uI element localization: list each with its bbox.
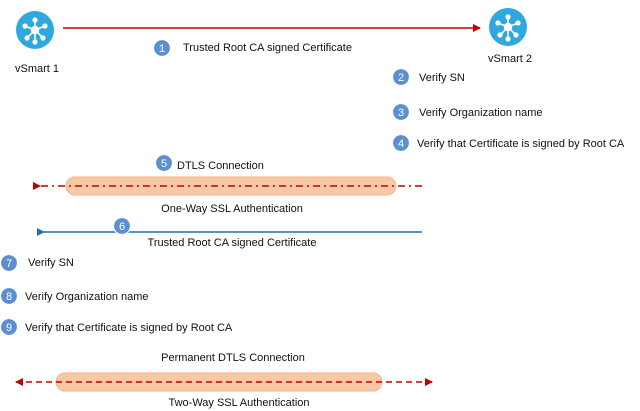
step-badge-number: 5 bbox=[161, 158, 167, 170]
step-badge-3: 3 bbox=[391, 102, 411, 122]
step-badge-number: 1 bbox=[159, 43, 165, 55]
step-2-text: Verify SN bbox=[419, 72, 465, 84]
vsmart-1-icon bbox=[16, 11, 54, 49]
step-6-text: Trusted Root CA signed Certificate bbox=[147, 237, 317, 249]
step-badge-number: 3 bbox=[398, 107, 404, 119]
one-way-ssl-label: One-Way SSL Authentication bbox=[161, 203, 303, 215]
vsmart-2-icon bbox=[489, 8, 527, 46]
step-5-text: DTLS Connection bbox=[177, 160, 264, 172]
step-7-text: Verify SN bbox=[28, 257, 74, 269]
step-badge-number: 7 bbox=[6, 258, 12, 270]
step-badge-2: 2 bbox=[391, 67, 411, 87]
step-badge-7: 7 bbox=[0, 253, 19, 273]
step-badge-number: 4 bbox=[398, 138, 404, 150]
step-badge-1: 1 bbox=[152, 38, 172, 58]
vsmart-2-label: vSmart 2 bbox=[487, 53, 533, 65]
two-way-ssl-label: Two-Way SSL Authentication bbox=[168, 397, 310, 409]
step-badge-number: 2 bbox=[398, 72, 404, 84]
step-4-text: Verify that Certificate is signed by Roo… bbox=[417, 138, 625, 150]
step-9-text: Verify that Certificate is signed by Roo… bbox=[25, 322, 233, 334]
step-badge-5: 5 bbox=[154, 153, 174, 173]
step-badge-number: 9 bbox=[6, 322, 12, 334]
step-badge-8: 8 bbox=[0, 286, 19, 306]
step-badge-6: 6 bbox=[112, 216, 132, 236]
step-badge-number: 8 bbox=[6, 291, 12, 303]
step-badge-9: 9 bbox=[0, 317, 19, 337]
step-1-text: Trusted Root CA signed Certificate bbox=[183, 42, 352, 54]
vsmart-1-label: vSmart 1 bbox=[14, 63, 60, 75]
step-8-text: Verify Organization name bbox=[25, 291, 149, 303]
permanent-dtls-label: Permanent DTLS Connection bbox=[161, 352, 305, 364]
step-badge-number: 6 bbox=[119, 221, 125, 233]
step-badge-4: 4 bbox=[391, 133, 411, 153]
step-3-text: Verify Organization name bbox=[419, 107, 543, 119]
